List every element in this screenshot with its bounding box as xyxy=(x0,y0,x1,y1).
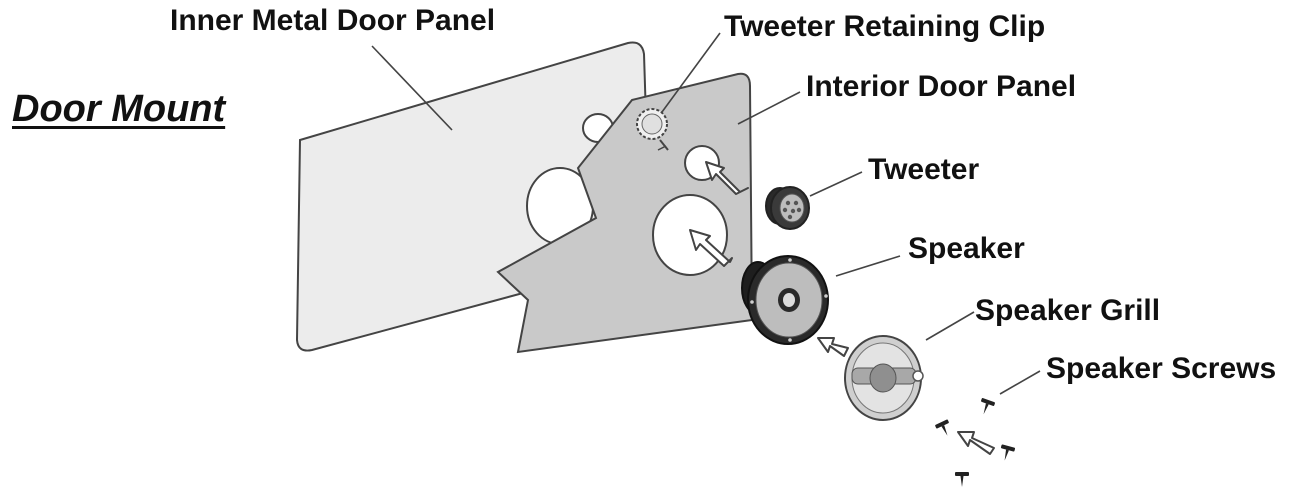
leader-speaker-screws xyxy=(999,370,1041,395)
label-speaker-screws: Speaker Screws xyxy=(1046,352,1277,385)
leader-speaker-grill xyxy=(925,311,975,341)
tweeter-part xyxy=(765,186,810,230)
label-inner-metal-door-panel: Inner Metal Door Panel xyxy=(170,4,496,37)
diagram-title: Door Mount xyxy=(12,88,226,130)
grill-insert-arrow xyxy=(817,337,849,357)
speaker-insert-arrow xyxy=(689,229,733,267)
leader-inner-metal-door-panel xyxy=(371,45,453,131)
label-tweeter-retaining-clip: Tweeter Retaining Clip xyxy=(724,10,1046,43)
leader-tweeter-retaining-clip xyxy=(661,32,721,113)
label-interior-door-panel: Interior Door Panel xyxy=(806,70,1077,103)
label-speaker: Speaker xyxy=(908,232,1025,265)
speaker-part xyxy=(741,255,829,345)
label-tweeter: Tweeter xyxy=(868,153,980,186)
tweeter-retaining-clip xyxy=(636,108,669,151)
speaker-hole xyxy=(652,194,728,276)
leader-interior-door-panel xyxy=(737,91,801,125)
speaker-screws-part xyxy=(935,398,1016,487)
leader-tweeter xyxy=(809,171,863,197)
interior-door-panel-shape xyxy=(496,72,754,354)
leader-speaker xyxy=(835,255,901,277)
label-speaker-grill: Speaker Grill xyxy=(975,294,1161,327)
screw-insert-arrow xyxy=(957,431,995,455)
tweeter-insert-arrow xyxy=(705,161,749,195)
speaker-grill-part xyxy=(844,335,924,421)
